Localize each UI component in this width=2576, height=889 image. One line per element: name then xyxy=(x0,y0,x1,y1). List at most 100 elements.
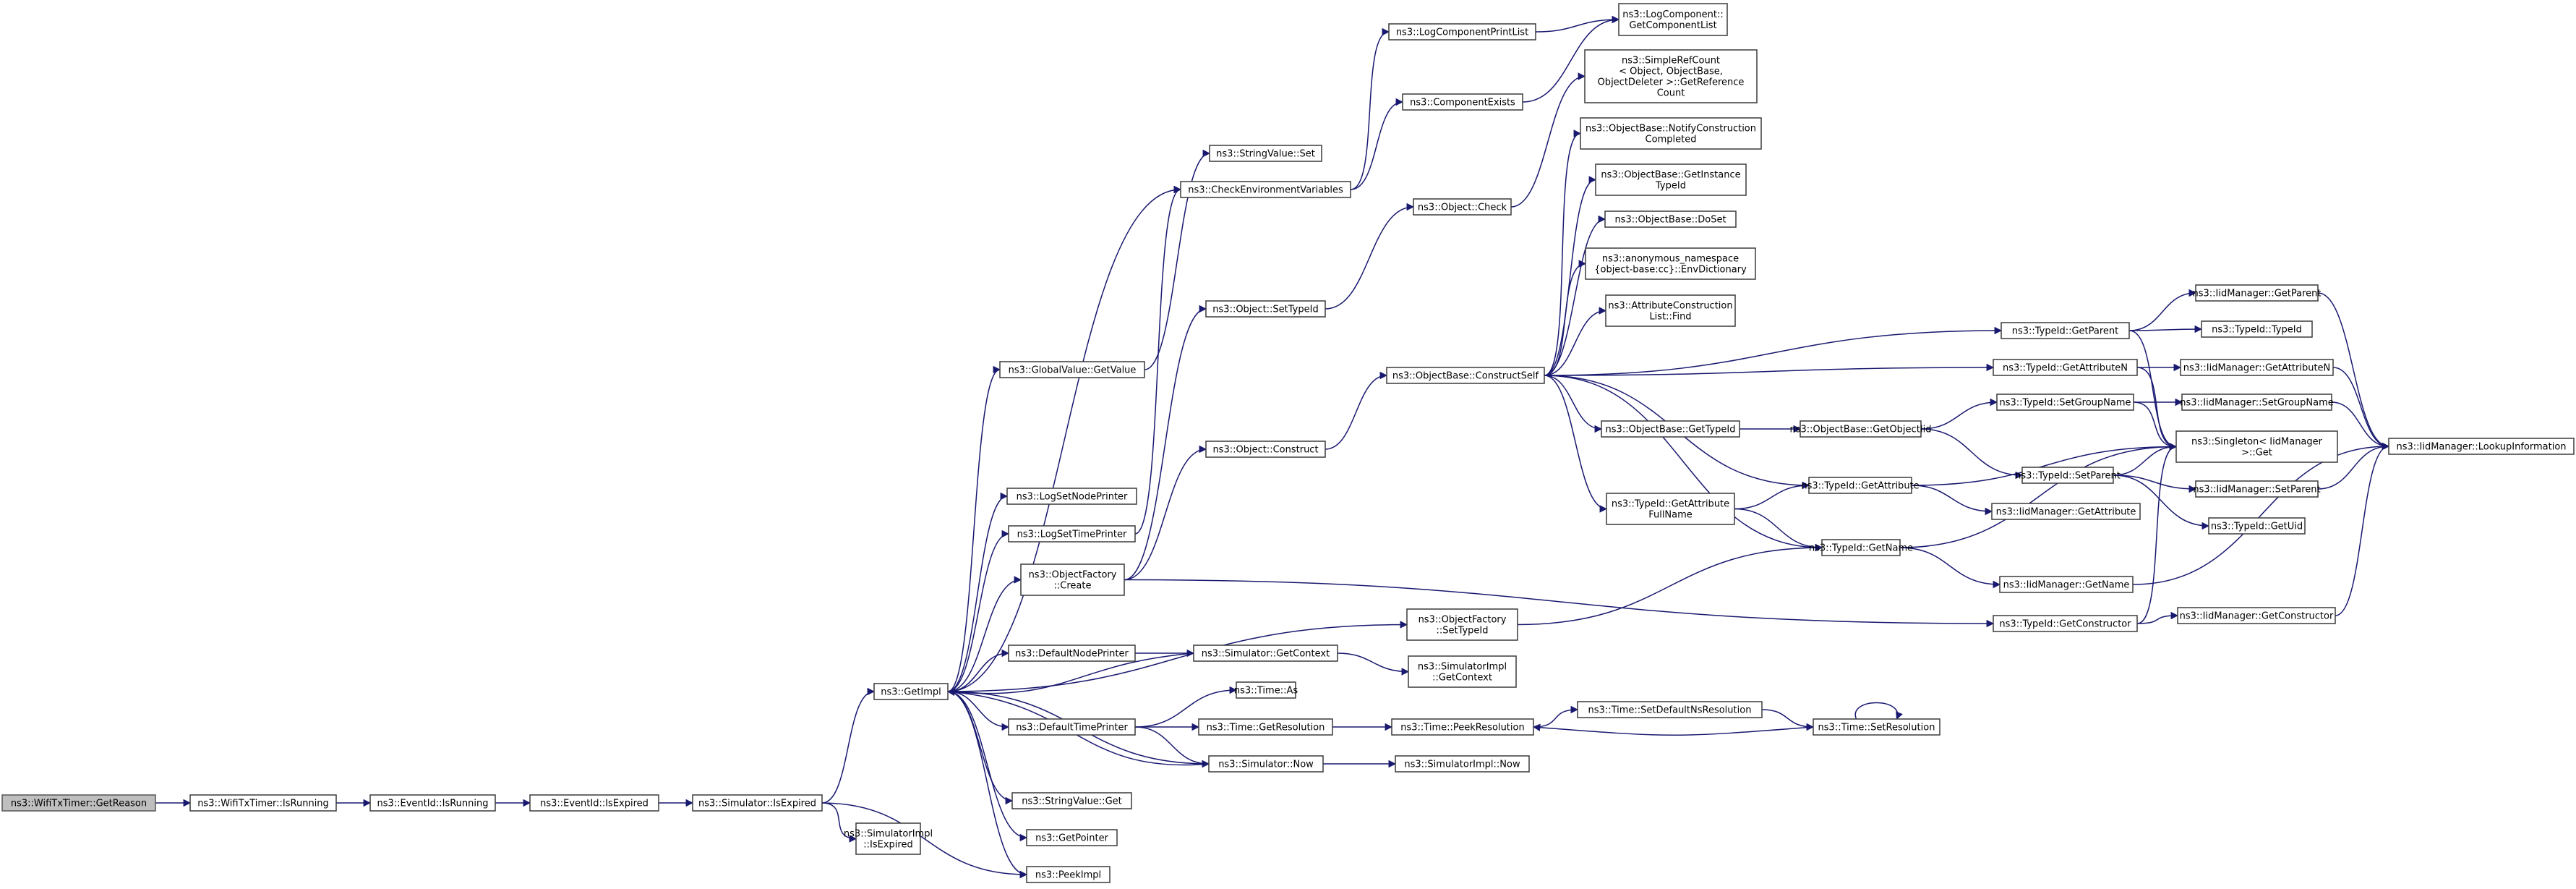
node-simImplGetContext[interactable]: ns3::SimulatorImpl::GetContext xyxy=(1408,655,1517,688)
node-label: ns3::Simulator::GetContext xyxy=(1202,649,1330,660)
node-simpleRefCount[interactable]: ns3::SimpleRefCount< Object, ObjectBase,… xyxy=(1584,49,1758,103)
node-objectBaseGetTypeId[interactable]: ns3::ObjectBase::GetTypeId xyxy=(1601,420,1740,438)
node-iidSetParent[interactable]: ns3::IidManager::SetParent xyxy=(2193,480,2321,498)
node-logCompGetList[interactable]: ns3::LogComponent::GetComponentList xyxy=(1618,3,1728,36)
node-notifyConstruction[interactable]: ns3::ObjectBase::NotifyConstructionCompl… xyxy=(1580,117,1762,150)
edge-constructSelf-to-typeIdGetAttributeN xyxy=(1544,363,1995,376)
edge-typeIdSetGroupName-to-singletonGet xyxy=(2133,401,2178,451)
node-label: ns3::LogComponentPrintList xyxy=(1396,27,1528,38)
edge-line xyxy=(1124,305,1207,581)
node-logSetTimePrinter[interactable]: ns3::LogSetTimePrinter xyxy=(1008,525,1136,543)
node-stringValueSet[interactable]: ns3::StringValue::Set xyxy=(1209,145,1322,162)
node-singletonGet[interactable]: ns3::Singleton< IidManager>::Get xyxy=(2175,430,2338,463)
edge-typeIdGetAttribute-to-singletonGet xyxy=(1911,443,2178,486)
node-typeIdGetAttribute[interactable]: ns3::TypeId::GetAttribute xyxy=(1801,477,1920,494)
edge-objectFactoryCreate-to-objectSetTypeId xyxy=(1124,305,1207,581)
edge-getImpl-to-stringValueGet xyxy=(947,691,1014,805)
edge-line xyxy=(821,802,857,843)
node-eventIsExpired[interactable]: ns3::EventId::IsExpired xyxy=(529,794,659,812)
node-globalValueGetValue[interactable]: ns3::GlobalValue::GetValue xyxy=(999,361,1145,378)
node-box xyxy=(1388,23,1536,41)
node-simulatorGetContext[interactable]: ns3::Simulator::GetContext xyxy=(1193,645,1338,662)
node-logSetNodePrinter[interactable]: ns3::LogSetNodePrinter xyxy=(1006,488,1137,505)
node-label: ns3::SimulatorImpl xyxy=(844,829,933,840)
edge-typeIdGetAttrFullName-to-typeIdGetAttribute xyxy=(1734,481,1810,510)
node-timeSetDefaultNsRes[interactable]: ns3::Time::SetDefaultNsResolution xyxy=(1577,701,1763,718)
edge-line xyxy=(1134,686,1238,728)
node-iidGetAttributeN[interactable]: ns3::IidManager::GetAttributeN xyxy=(2180,359,2334,376)
node-iidGetConstructor[interactable]: ns3::IidManager::GetConstructor xyxy=(2177,607,2336,624)
node-timeAs[interactable]: ns3::Time::As xyxy=(1234,681,1298,699)
node-box xyxy=(1605,294,1736,327)
edge-objectSetTypeId-to-objectCheck xyxy=(1325,203,1415,310)
node-eventIsRunning[interactable]: ns3::EventId::IsRunning xyxy=(369,794,496,812)
edge-typeIdGetAttributeN-to-singletonGet xyxy=(2136,367,2178,451)
node-getImpl[interactable]: ns3::GetImpl xyxy=(873,683,949,700)
node-objectFactoryCreate[interactable]: ns3::ObjectFactory::Create xyxy=(1020,563,1125,596)
node-simulatorNow[interactable]: ns3::Simulator::Now xyxy=(1208,755,1324,773)
node-simImplNow[interactable]: ns3::SimulatorImpl::Now xyxy=(1395,755,1530,773)
edge-line xyxy=(2317,292,2390,451)
edge-timePeekResolution-to-timeSetDefaultNsRes xyxy=(1533,705,1579,728)
node-objectCheck[interactable]: ns3::Object::Check xyxy=(1413,198,1512,216)
node-iidGetParent[interactable]: ns3::IidManager::GetParent xyxy=(2192,284,2322,302)
edge-line xyxy=(1761,709,1815,731)
node-simImplIsExpired[interactable]: ns3::SimulatorImpl::IsExpired xyxy=(844,822,933,855)
node-defaultNodePrinter[interactable]: ns3::DefaultNodePrinter xyxy=(1008,645,1136,662)
node-constructSelf[interactable]: ns3::ObjectBase::ConstructSelf xyxy=(1386,367,1545,384)
node-iidSetGroupName[interactable]: ns3::IidManager::SetGroupName xyxy=(2180,394,2334,411)
node-objectFactorySetTypeId[interactable]: ns3::ObjectFactory::SetTypeId xyxy=(1406,608,1518,641)
node-iidLookupInformation[interactable]: ns3::IidManager::LookupInformation xyxy=(2388,438,2575,455)
node-typeIdGetConstructor[interactable]: ns3::TypeId::GetConstructor xyxy=(1993,615,2138,632)
node-defaultTimePrinter[interactable]: ns3::DefaultTimePrinter xyxy=(1008,718,1136,736)
node-typeIdSetParent[interactable]: ns3::TypeId::SetParent xyxy=(2015,467,2121,484)
edge-defaultTimePrinter-to-timeAs xyxy=(1134,686,1238,728)
node-logComponentPrintList[interactable]: ns3::LogComponentPrintList xyxy=(1388,23,1536,41)
edge-line xyxy=(1544,260,1587,376)
edge-getImpl-to-globalValueGetValue xyxy=(947,365,1001,692)
node-typeIdSetGroupName[interactable]: ns3::TypeId::SetGroupName xyxy=(1996,394,2134,411)
node-objectConstruct[interactable]: ns3::Object::Construct xyxy=(1205,441,1326,458)
node-typeIdGetUid[interactable]: ns3::TypeId::GetUid xyxy=(2208,517,2306,535)
node-timeSetResolution[interactable]: ns3::Time::SetResolution xyxy=(1813,718,1940,736)
node-typeIdGetAttributeN[interactable]: ns3::TypeId::GetAttributeN xyxy=(1993,359,2138,376)
node-objectBaseDoSet[interactable]: ns3::ObjectBase::DoSet xyxy=(1604,210,1737,228)
node-box xyxy=(1800,420,1922,438)
node-label: ns3::IidManager::GetName xyxy=(2003,580,2130,591)
node-box xyxy=(1236,681,1296,699)
node-typeIdGetName[interactable]: ns3::TypeId::GetName xyxy=(1809,539,1913,556)
node-objectBaseGetObjectIid[interactable]: ns3::ObjectBase::GetObjectIid xyxy=(1789,420,1932,438)
node-box xyxy=(1386,367,1545,384)
edge-getImpl-to-logSetNodePrinter xyxy=(947,492,1009,692)
edge-line xyxy=(821,687,876,804)
node-wifiGetReason[interactable]: ns3::WifiTxTimer::GetReason xyxy=(1,794,156,812)
node-iidGetAttribute[interactable]: ns3::IidManager::GetAttribute xyxy=(1991,503,2141,520)
edge-defaultTimePrinter-to-simulatorNow xyxy=(1134,726,1210,768)
node-iidGetName[interactable]: ns3::IidManager::GetName xyxy=(1999,576,2134,593)
node-componentExists[interactable]: ns3::ComponentExists xyxy=(1402,93,1523,111)
edge-objectFactoryCreate-to-objectConstruct xyxy=(1124,445,1207,581)
node-simIsExpired[interactable]: ns3::Simulator::IsExpired xyxy=(692,794,823,812)
node-box xyxy=(2195,480,2319,498)
node-label: ns3::CheckEnvironmentVariables xyxy=(1188,185,1343,196)
node-box xyxy=(2201,320,2313,338)
node-box xyxy=(1205,441,1326,458)
node-timePeekResolution[interactable]: ns3::Time::PeekResolution xyxy=(1391,718,1534,736)
node-getPointer[interactable]: ns3::GetPointer xyxy=(1026,829,1118,846)
node-peekImpl[interactable]: ns3::PeekImpl xyxy=(1026,866,1111,883)
node-wifiIsRunning[interactable]: ns3::WifiTxTimer::IsRunning xyxy=(189,794,337,812)
node-typeIdTypeId[interactable]: ns3::TypeId::TypeId xyxy=(2201,320,2313,338)
node-label: ns3::TypeId::GetAttribute xyxy=(1801,481,1919,492)
node-checkEnvVars[interactable]: ns3::CheckEnvironmentVariables xyxy=(1180,181,1351,198)
node-box xyxy=(1008,718,1136,736)
node-timeGetResolution[interactable]: ns3::Time::GetResolution xyxy=(1198,718,1333,736)
node-box xyxy=(1821,539,1901,556)
node-box xyxy=(1008,525,1136,543)
node-envDictionary[interactable]: ns3::anonymous_namespace{object-base:cc}… xyxy=(1585,247,1756,280)
node-objectSetTypeId[interactable]: ns3::Object::SetTypeId xyxy=(1205,300,1326,318)
node-typeIdGetParent[interactable]: ns3::TypeId::GetParent xyxy=(2001,322,2130,339)
node-stringValueGet[interactable]: ns3::StringValue::Get xyxy=(1011,792,1132,809)
